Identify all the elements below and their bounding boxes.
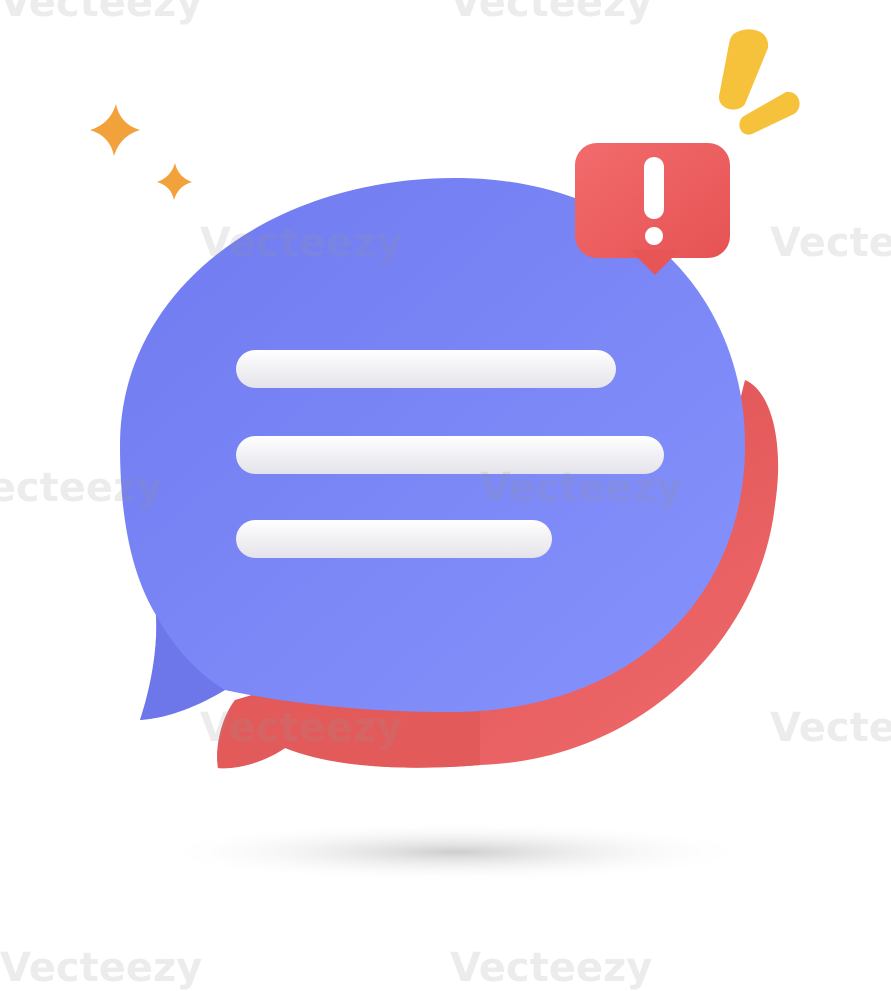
- alert-bubble: [575, 143, 730, 275]
- sparkle-icon-small: [157, 163, 192, 200]
- sparkle-icon-large: [90, 104, 140, 156]
- text-line-3: [236, 520, 552, 558]
- exclamation-dot-icon: [645, 227, 663, 245]
- text-lines: [236, 350, 664, 558]
- ground-shadow: [155, 822, 755, 882]
- alert-marks-icon: [718, 29, 800, 135]
- text-line-2: [236, 436, 664, 474]
- exclamation-icon: [644, 157, 664, 219]
- text-line-1: [236, 350, 616, 388]
